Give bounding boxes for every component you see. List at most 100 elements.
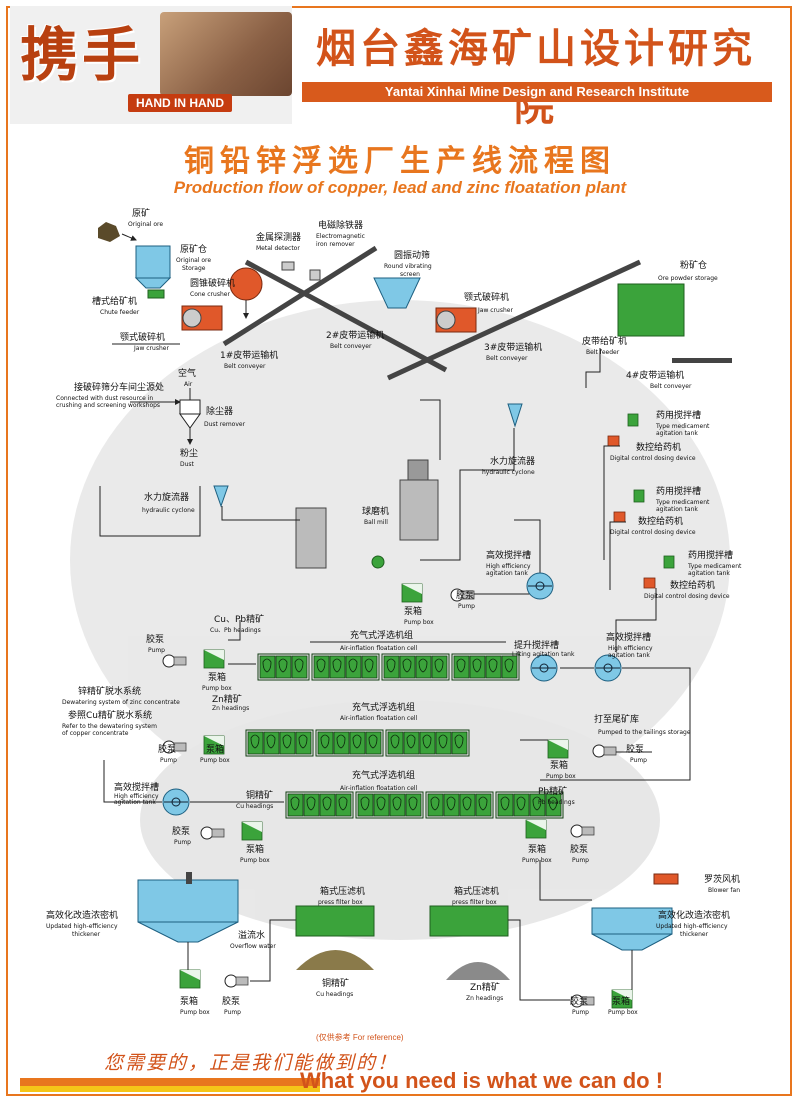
label-cone-en: Cone crusher bbox=[190, 291, 230, 298]
vibrating-screen bbox=[373, 277, 421, 309]
handshake-icon bbox=[160, 12, 292, 96]
hydrocyclone-mill bbox=[295, 507, 327, 569]
label-float3-en: Air-inflation floatation cell bbox=[340, 785, 418, 792]
label-pump-r2-en: Pump bbox=[160, 757, 177, 764]
label-storage-en2: Storage bbox=[182, 265, 206, 272]
label-pump-pb-en: Pump bbox=[572, 857, 589, 864]
label-pump-bot2-en: Pump bbox=[572, 1009, 589, 1016]
label-air-cn: 空气 bbox=[178, 367, 196, 379]
page-title-en: Production flow of copper, lead and zinc… bbox=[173, 178, 627, 197]
label-agit3-en1: Type medicament bbox=[687, 563, 742, 570]
label-hiagit2-en1: High efficiency bbox=[608, 645, 653, 652]
flotation-cell-group bbox=[425, 791, 494, 819]
flotation-cell bbox=[279, 731, 296, 755]
flotation-cell bbox=[335, 793, 352, 817]
label-jaw2-cn: 颚式破碎机 bbox=[464, 291, 509, 303]
flotation-cell bbox=[513, 793, 530, 817]
label-screen-en1: Round vibrating bbox=[384, 263, 432, 270]
label-cuh2-en: Cu headings bbox=[316, 991, 353, 998]
label-cu-dew-en2: of copper concentrate bbox=[62, 730, 129, 737]
flotation-cell bbox=[263, 731, 280, 755]
flotation-cell-group bbox=[355, 791, 424, 819]
chute-feeder bbox=[147, 289, 165, 299]
blower-fan bbox=[653, 873, 679, 885]
ore-icon bbox=[98, 222, 120, 242]
label-hiagit2-en2: agitation tank bbox=[608, 652, 650, 659]
dust-remover bbox=[179, 399, 201, 415]
high-eff-agitation-tank-1 bbox=[526, 572, 554, 600]
label-pump-mill-cn: 胶泵 bbox=[456, 589, 474, 601]
label-agit1-en2: agitation tank bbox=[656, 430, 698, 437]
label-blower-en: Blower fan bbox=[708, 887, 740, 894]
flotation-cell-group bbox=[311, 653, 380, 681]
label-pump-cu-en: Pump bbox=[174, 839, 191, 846]
crushing-section bbox=[98, 222, 732, 388]
label-belt1-cn: 1#皮带运输机 bbox=[220, 349, 278, 361]
label-pump-bot1-cn: 胶泵 bbox=[222, 995, 240, 1007]
label-ore-en: Original ore bbox=[128, 221, 163, 228]
flotation-cell-group bbox=[385, 729, 470, 757]
label-dust-cn: 粉尘 bbox=[180, 447, 198, 459]
flotation-cell bbox=[295, 731, 312, 755]
flotation-cell bbox=[435, 731, 452, 755]
label-dustrem-cn: 除尘器 bbox=[206, 405, 233, 417]
flotation-cell bbox=[275, 655, 292, 679]
label-agit1-en1: Type medicament bbox=[655, 423, 710, 430]
label-cuhead-cn: 铜精矿 bbox=[246, 789, 273, 801]
label-metal-cn: 金属探测器 bbox=[256, 231, 301, 243]
label-cone-cn: 圆锥破碎机 bbox=[190, 277, 235, 289]
label-jaw1-en: Jaw crusher bbox=[133, 345, 169, 352]
label-hiagit3-en1: High efficiency bbox=[114, 793, 159, 800]
label-press2-en: press filter box bbox=[452, 899, 497, 906]
label-cuh2-cn: 铜精矿 bbox=[322, 977, 349, 989]
flotation-cell bbox=[329, 655, 346, 679]
flotation-cell bbox=[469, 655, 486, 679]
flotation-cell-group bbox=[381, 653, 450, 681]
label-pbhead-en: Pb headings bbox=[538, 799, 575, 806]
label-chute-en: Chute feeder bbox=[100, 309, 140, 316]
cu-concentrate-pile bbox=[296, 950, 374, 970]
label-overflow-en: Overflow water bbox=[230, 943, 276, 950]
label-pbhead-cn: Pb精矿 bbox=[538, 785, 567, 797]
label-agit3-cn: 药用搅拌槽 bbox=[688, 549, 733, 561]
ore-storage-bin bbox=[135, 245, 171, 279]
flotation-cell bbox=[361, 655, 378, 679]
press-filter-2 bbox=[429, 905, 509, 937]
label-overflow-cn: 溢流水 bbox=[238, 929, 265, 941]
label-cupb-cn: Cu、Pb精矿 bbox=[214, 613, 264, 625]
flotation-cell bbox=[451, 731, 468, 755]
label-blower-cn: 罗茨风机 bbox=[704, 873, 740, 885]
label-press2-cn: 箱式压滤机 bbox=[454, 885, 499, 897]
label-cyclone2-cn: 水力旋流器 bbox=[490, 455, 535, 467]
label-layer: 原矿 Original ore 原矿仓 Original ore Storage… bbox=[46, 207, 742, 1016]
label-belt2-cn: 2#皮带运输机 bbox=[326, 329, 384, 341]
label-belt1-en: Belt conveyer bbox=[224, 363, 266, 370]
flotation-cell bbox=[403, 731, 420, 755]
press-filter-1 bbox=[295, 905, 375, 937]
belt-conveyer-4 bbox=[672, 358, 732, 363]
high-eff-agitation-tank-3 bbox=[162, 788, 190, 816]
label-znh2-cn: Zn精矿 bbox=[470, 981, 500, 993]
label-connect-en1: Connected with dust resource in bbox=[56, 395, 153, 402]
label-pumpbox-r2-en: Pump box bbox=[200, 757, 230, 764]
label-hiagit3-cn: 高效搅拌槽 bbox=[114, 781, 159, 793]
flotation-cell-group bbox=[285, 791, 354, 819]
label-beltfeed-en: Belt feeder bbox=[586, 349, 620, 356]
label-connect-en2: crushing and screening workshops bbox=[56, 402, 160, 409]
label-beltfeed-cn: 皮带给矿机 bbox=[582, 335, 627, 347]
label-pump-r2-cn: 胶泵 bbox=[158, 743, 176, 755]
label-thick1-en2: thickener bbox=[72, 931, 101, 938]
label-pumpbox-cu-en: Pump box bbox=[240, 857, 270, 864]
label-float3-cn: 充气式浮选机组 bbox=[352, 769, 415, 781]
label-dose3-cn: 数控给药机 bbox=[670, 579, 715, 591]
label-agit2-en1: Type medicament bbox=[655, 499, 710, 506]
label-cu-dew-cn: 参照Cu精矿脱水系统 bbox=[68, 709, 152, 721]
label-magnet-en1: Electromagnetic bbox=[316, 233, 365, 240]
flotation-cell-group bbox=[257, 653, 310, 681]
label-belt3-cn: 3#皮带运输机 bbox=[484, 341, 542, 353]
label-dose2-en: Digital control dosing device bbox=[610, 529, 696, 536]
label-ballmill-cn: 球磨机 bbox=[362, 505, 389, 517]
label-air-en: Air bbox=[184, 381, 193, 388]
label-dose1-cn: 数控给药机 bbox=[636, 441, 681, 453]
zn-concentrate-pile bbox=[446, 962, 510, 980]
